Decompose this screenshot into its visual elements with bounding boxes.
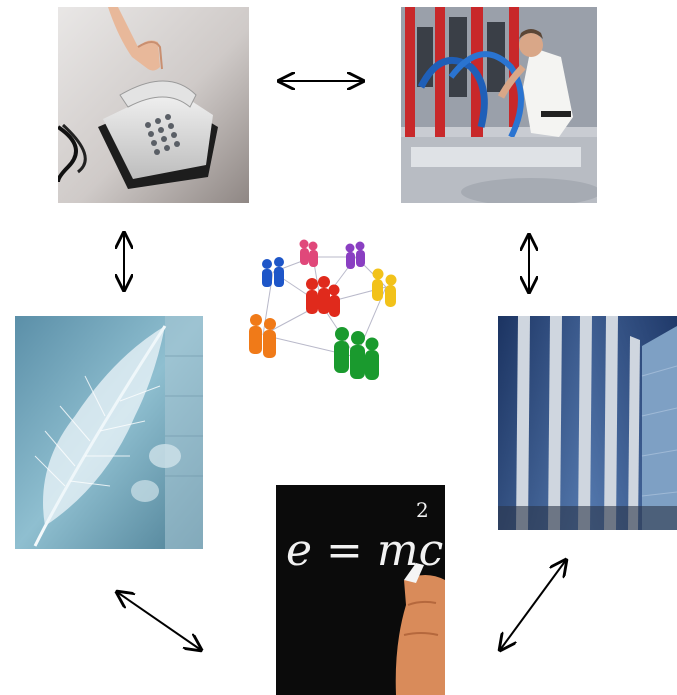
building-illustration [498,316,677,530]
formula-illustration: e = mc 2 [276,485,445,695]
arrow-formula-building [500,560,566,650]
building-photo [498,316,677,530]
telephone-illustration [58,7,249,203]
purple-people-icon [345,241,365,269]
people-network-illustration [249,239,397,380]
red-people-icon [306,276,340,317]
blue-people-icon [262,257,284,287]
yellow-people-icon [372,268,397,307]
industry-photo [401,7,597,203]
industry-illustration [401,7,597,203]
formula-exponent: 2 [416,498,429,522]
orange-people-icon [249,314,276,358]
pink-people-icon [299,239,318,267]
arrow-feather-formula [117,592,201,650]
feather-illustration [15,316,203,549]
telephone-photo [58,7,249,203]
formula-photo: e = mc 2 [276,485,445,695]
green-people-icon [334,327,379,380]
feather-photo [15,316,203,549]
people-network [238,232,404,400]
